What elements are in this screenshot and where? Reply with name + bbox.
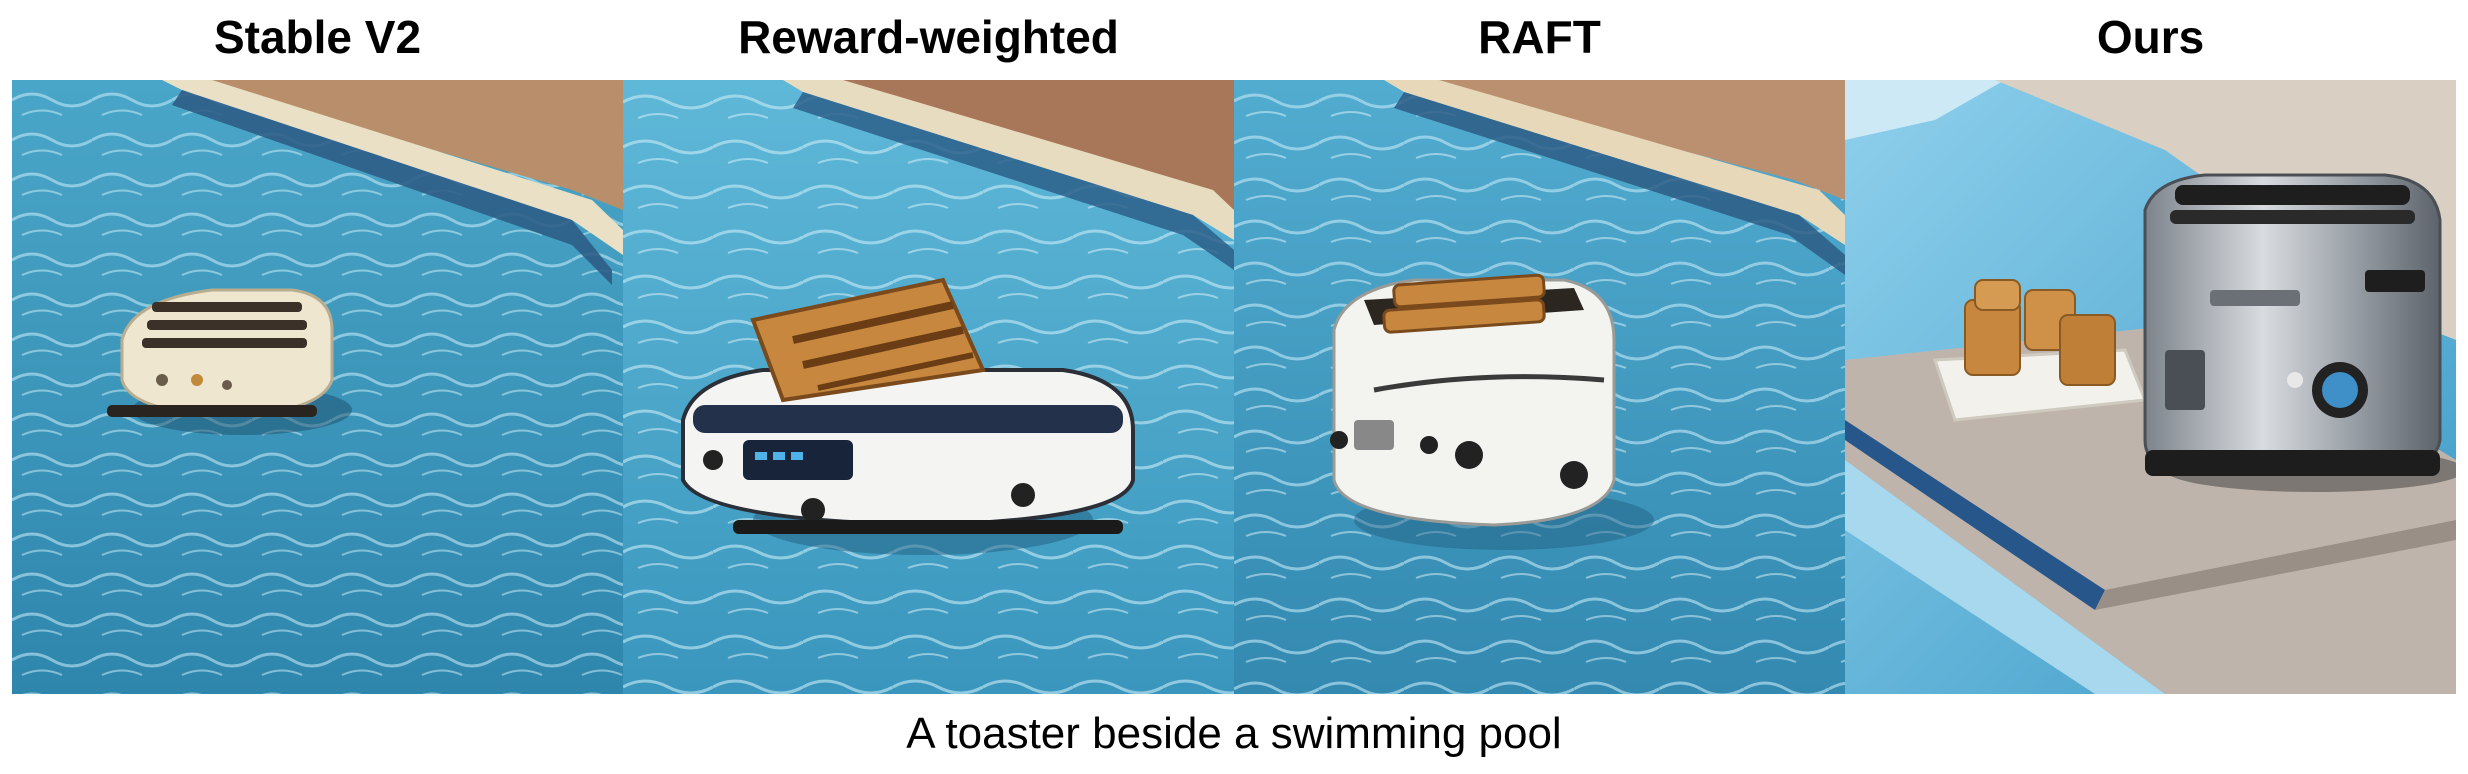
- image-raft: [1234, 80, 1845, 694]
- toaster-illustration: [1330, 273, 1654, 550]
- image-ours: [1845, 80, 2456, 694]
- figure-caption: A toaster beside a swimming pool: [906, 709, 1562, 758]
- column-header-raft: RAFT: [1478, 11, 1601, 63]
- toaster-illustration: [2143, 173, 2456, 492]
- column-header-ours: Ours: [2096, 11, 2205, 63]
- image-grid: [12, 80, 2456, 694]
- image-reward-weighted: [623, 80, 1234, 694]
- column-header-stable-v2: Stable V2: [213, 11, 422, 63]
- column-headers: Stable V2 Reward-weighted RAFT Ours: [12, 0, 2456, 80]
- toaster-illustration: [681, 277, 1135, 555]
- toaster-illustration: [107, 288, 352, 435]
- image-stable-v2: [12, 80, 623, 694]
- column-header-reward-weighted: Reward-weighted: [738, 11, 1119, 63]
- bread-plate-illustration: [1932, 279, 2148, 422]
